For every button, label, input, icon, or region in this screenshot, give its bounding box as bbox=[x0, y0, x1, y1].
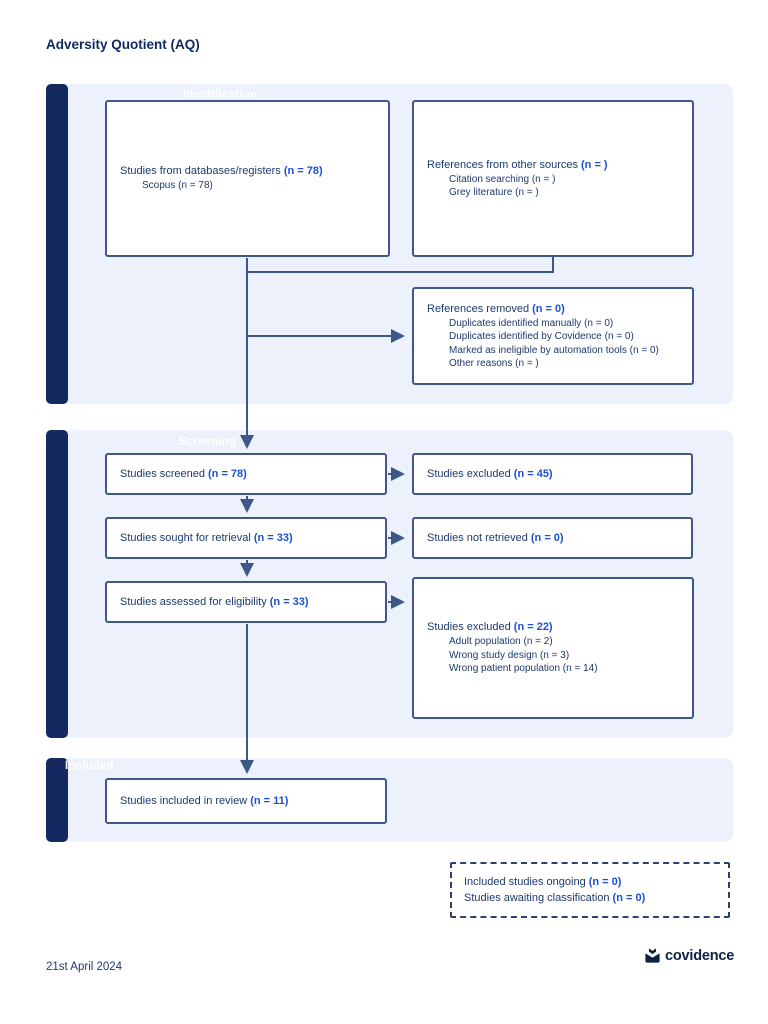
box-count: (n = 0) bbox=[532, 302, 565, 315]
box-studies-included-review: Studies included in review(n = 11) bbox=[105, 778, 387, 824]
identification-bar bbox=[46, 84, 68, 404]
box-references-other-sources: References from other sources(n = ) Cita… bbox=[412, 100, 694, 257]
box-count: (n = 0) bbox=[530, 531, 564, 544]
box-count: (n = 33) bbox=[269, 595, 309, 608]
box-sub-item: Adult population (n = 2) bbox=[449, 636, 553, 648]
box-sub-item: Duplicates identified by Covidence (n = … bbox=[449, 331, 634, 342]
box-label: Studies sought for retrieval bbox=[120, 531, 251, 544]
box-sub-item: Wrong patient population (n = 14) bbox=[449, 663, 598, 675]
box-label: Studies excluded bbox=[427, 467, 511, 480]
box-studies-screened: Studies screened(n = 78) bbox=[105, 453, 387, 495]
covidence-logo: covidence bbox=[644, 947, 734, 964]
box-count: (n = ) bbox=[581, 158, 608, 171]
screening-bar bbox=[46, 430, 68, 738]
box-studies-not-retrieved: Studies not retrieved(n = 0) bbox=[412, 517, 693, 559]
box-label: Studies excluded bbox=[427, 621, 511, 634]
included-section-label: Included bbox=[65, 760, 114, 772]
box-count: (n = 0) bbox=[612, 892, 646, 904]
covidence-logo-icon bbox=[644, 947, 661, 964]
box-count: (n = 45) bbox=[513, 467, 553, 480]
box-count: (n = 11) bbox=[250, 794, 289, 807]
box-label: Studies included in review bbox=[120, 794, 248, 807]
box-ongoing-awaiting: Included studies ongoing(n = 0) Studies … bbox=[450, 862, 730, 918]
page-title: Adversity Quotient (AQ) bbox=[46, 37, 200, 52]
box-studies-sought-retrieval: Studies sought for retrieval(n = 33) bbox=[105, 517, 387, 559]
box-label: References removed bbox=[427, 302, 530, 315]
box-count: (n = 0) bbox=[588, 875, 622, 888]
box-sub-item: Grey literature (n = ) bbox=[449, 187, 539, 198]
box-studies-assessed-eligibility: Studies assessed for eligibility(n = 33) bbox=[105, 581, 387, 623]
box-label: Studies awaiting classification bbox=[464, 892, 610, 904]
box-sub-item: Duplicates identified manually (n = 0) bbox=[449, 317, 614, 329]
box-label: Studies assessed for eligibility bbox=[120, 595, 267, 608]
box-label: Included studies ongoing bbox=[464, 875, 586, 888]
box-sub-item: Wrong study design (n = 3) bbox=[449, 649, 570, 661]
box-count: (n = 33) bbox=[253, 531, 293, 544]
box-count: (n = 22) bbox=[513, 621, 553, 634]
box-sub-item: Scopus (n = 78) bbox=[142, 180, 213, 192]
box-studies-excluded-screening: Studies excluded(n = 45) bbox=[412, 453, 693, 495]
box-sub-item: Other reasons (n = ) bbox=[449, 358, 539, 369]
box-sub-item: Citation searching (n = ) bbox=[449, 173, 556, 185]
export-date: 21st April 2024 bbox=[46, 961, 123, 973]
included-bar bbox=[46, 758, 68, 842]
box-studies-excluded-eligibility: Studies excluded(n = 22) Adult populatio… bbox=[412, 577, 694, 719]
box-count: (n = 78) bbox=[283, 165, 323, 178]
screening-section-label: Screening bbox=[178, 436, 237, 448]
box-label: Studies from databases/registers bbox=[120, 165, 281, 178]
identification-section-label: Identification bbox=[182, 89, 258, 101]
box-sub-item: Marked as ineligible by automation tools… bbox=[449, 344, 659, 356]
box-references-removed: References removed(n = 0) Duplicates ide… bbox=[412, 287, 694, 385]
box-label: Studies not retrieved bbox=[427, 531, 528, 544]
box-studies-from-databases: Studies from databases/registers(n = 78)… bbox=[105, 100, 390, 257]
covidence-logo-text: covidence bbox=[665, 947, 735, 964]
box-label: Studies screened bbox=[120, 467, 205, 480]
box-count: (n = 78) bbox=[208, 467, 247, 480]
box-label: References from other sources bbox=[427, 158, 579, 171]
